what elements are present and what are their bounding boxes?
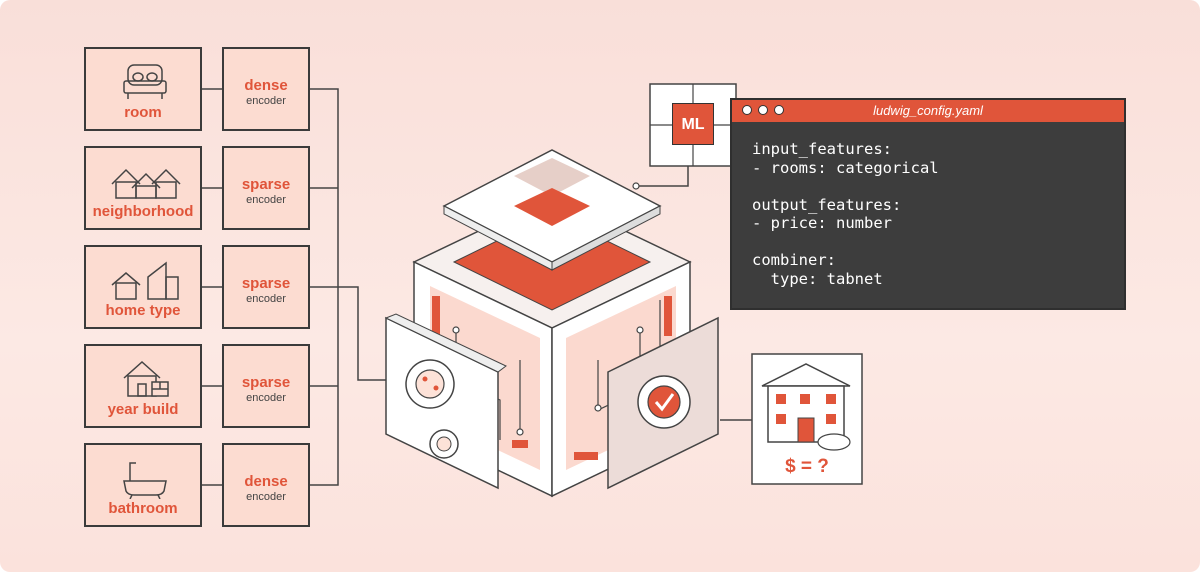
encoder-home-type: sparse encoder (222, 245, 310, 329)
encoder-neighborhood: sparse encoder (222, 146, 310, 230)
encoder-sub: encoder (246, 194, 286, 206)
encoder-type: sparse (241, 275, 291, 292)
config-code: input_features: - rooms: categorical out… (752, 140, 939, 288)
window-dot-icon (758, 105, 768, 115)
encoder-sub: encoder (246, 95, 286, 107)
gears-panel (384, 313, 507, 490)
encoder-room: dense encoder (222, 47, 310, 131)
encoder-type: dense (244, 77, 288, 94)
feature-year-build: year build (84, 344, 202, 428)
config-window: ludwig_config.yaml input_features: - roo… (730, 98, 1126, 310)
bathtub-icon (123, 462, 167, 499)
feature-neighborhood: neighborhood (84, 146, 202, 230)
bed-icon (123, 64, 167, 99)
feature-label: neighborhood (92, 203, 194, 220)
feature-label: room (124, 104, 162, 121)
feature-label: home type (105, 302, 181, 319)
encoder-type: sparse (241, 374, 291, 391)
window-title: ludwig_config.yaml (873, 103, 983, 118)
feature-label: year build (107, 401, 179, 418)
home-types-icon (111, 261, 179, 300)
house-output (751, 353, 863, 485)
check-gear-icon (637, 375, 691, 429)
encoder-sub: encoder (246, 491, 286, 503)
ml-label: ML (672, 103, 714, 145)
house-brick-icon (123, 360, 169, 397)
encoder-type: dense (244, 473, 288, 490)
encoder-sub: encoder (246, 392, 286, 404)
feature-home-type: home type (84, 245, 202, 329)
window-titlebar: ludwig_config.yaml (732, 100, 1124, 122)
building-icon (761, 363, 851, 451)
encoder-year-build: sparse encoder (222, 344, 310, 428)
encoder-sub: encoder (246, 293, 286, 305)
encoder-bathroom: dense encoder (222, 443, 310, 527)
encoder-type: sparse (241, 176, 291, 193)
window-dot-icon (774, 105, 784, 115)
feature-label: bathroom (108, 500, 178, 517)
check-gear-panel (607, 316, 719, 490)
gear-icon (405, 359, 459, 459)
window-dot-icon (742, 105, 752, 115)
houses-icon (111, 168, 181, 199)
price-label: $ = ? (785, 456, 829, 477)
feature-bathroom: bathroom (84, 443, 202, 527)
floating-top-panel (442, 149, 662, 271)
feature-room: room (84, 47, 202, 131)
